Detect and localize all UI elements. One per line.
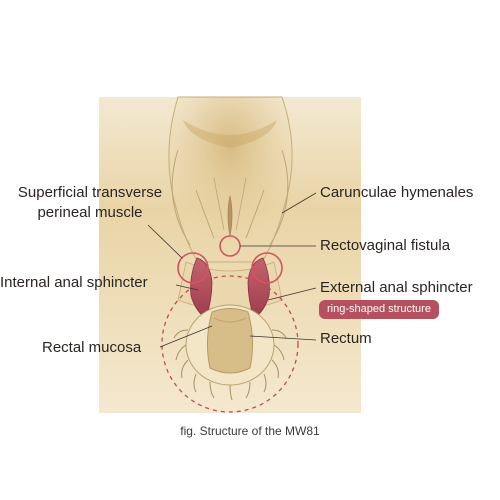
label-internal-anal-sphincter: Internal anal sphincter [0, 274, 148, 291]
figure-caption: fig. Structure of the MW81 [180, 424, 320, 438]
label-rectal-mucosa: Rectal mucosa [42, 339, 142, 356]
label-superficial-transverse-line2: perineal muscle [37, 204, 143, 221]
leader-superficial-transverse [147, 224, 183, 259]
label-superficial-transverse: Superficial transverse perineal muscle [0, 183, 180, 223]
leader-lines [147, 192, 317, 348]
label-superficial-transverse-line1: Superficial transverse [17, 184, 163, 201]
leader-rectal-mucosa [159, 325, 213, 348]
ring-shaped-structure-badge: ring-shaped structure [319, 300, 439, 319]
ring-dashed-circle [161, 275, 299, 413]
right-highlight-circle [251, 252, 283, 284]
label-carunculae-hymenales: Carunculae hymenales [320, 184, 474, 201]
rectum-lumen [206, 308, 254, 374]
leader-rectum [249, 335, 317, 341]
upper-tissue [168, 96, 293, 263]
rectum-folds [173, 329, 287, 401]
left-highlight-circle [177, 252, 209, 284]
label-rectum: Rectum [320, 330, 372, 347]
label-rectovaginal-fistula: Rectovaginal fistula [320, 237, 451, 254]
leader-internal-sphincter [175, 284, 199, 291]
label-external-anal-sphincter: External anal sphincter [320, 279, 473, 296]
leader-carunculae [281, 192, 317, 214]
leader-external-sphincter [267, 287, 317, 301]
